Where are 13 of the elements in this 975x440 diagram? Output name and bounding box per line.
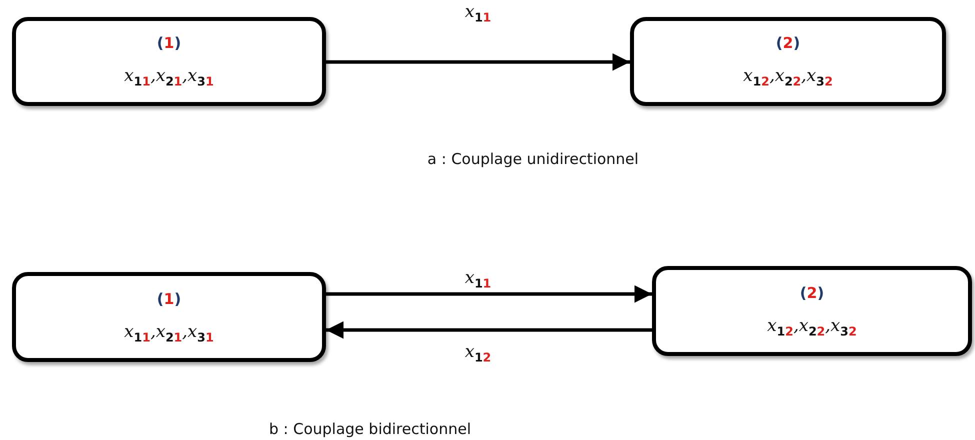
process-box xyxy=(12,272,326,362)
caption: a : Couplage unidirectionnel xyxy=(427,150,639,168)
arrow xyxy=(326,321,652,339)
caption: b : Couplage bidirectionnel xyxy=(269,420,471,438)
arrow xyxy=(326,285,652,303)
node-number: (2) xyxy=(776,34,800,52)
node-number: (1) xyxy=(156,290,182,308)
node-number: (2) xyxy=(800,284,824,302)
process-box xyxy=(630,17,946,106)
node-number: (1) xyxy=(156,34,182,52)
process-box xyxy=(12,17,326,106)
process-box xyxy=(652,266,972,356)
arrow xyxy=(326,53,630,71)
